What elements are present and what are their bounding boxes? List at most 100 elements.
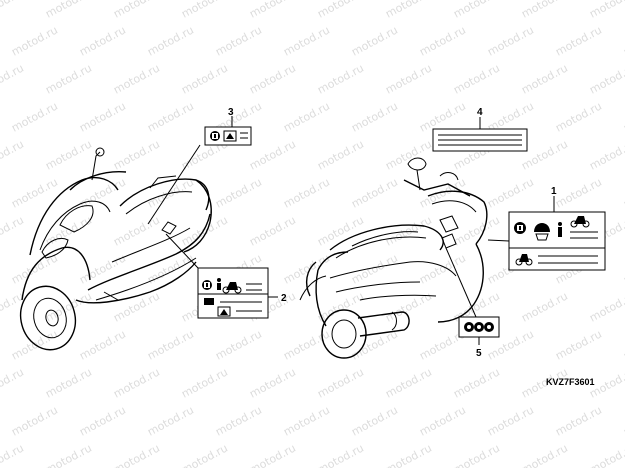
watermark-text: motod.ru [9,99,60,134]
watermark-text: motod.ru [179,365,230,400]
watermark-text: motod.ru [179,213,230,248]
watermark-text: motod.ru [519,61,570,96]
watermark-text: motod.ru [451,365,502,400]
watermark-text: motod.ru [77,23,128,58]
watermark-text: motod.ru [587,289,625,324]
watermark-text: motod.ru [349,327,400,362]
label-1-sticker [508,211,606,271]
callout-5: 5 [476,348,482,359]
watermark-text: motod.ru [247,441,298,468]
watermark-text: motod.ru [553,99,604,134]
watermark-text: motod.ru [383,441,434,468]
watermark-text: motod.ru [43,61,94,96]
watermark-text: motod.ru [77,99,128,134]
watermark-text: motod.ru [621,327,625,362]
watermark-text: motod.ru [281,99,332,134]
watermark-text: motod.ru [9,175,60,210]
cargo-box-icon [217,306,231,317]
motorcycle-icon [515,254,533,266]
watermark-text: motod.ru [315,441,366,468]
watermark-text: motod.ru [111,289,162,324]
callout-1: 1 [551,186,557,197]
watermark-text: motod.ru [247,213,298,248]
watermark-text: motod.ru [587,0,625,21]
watermark-text: motod.ru [621,99,625,134]
watermark-text: motod.ru [111,0,162,21]
watermark-text: motod.ru [383,137,434,172]
watermark-text: motod.ru [77,403,128,438]
person-icon [217,278,221,290]
label-3-sticker [204,126,252,146]
callout-3: 3 [228,107,234,118]
watermark-text: motod.ru [417,23,468,58]
watermark-text: motod.ru [111,441,162,468]
helmet-icon [534,223,550,241]
watermark-text: motod.ru [145,99,196,134]
watermark-text: motod.ru [383,61,434,96]
watermark-text: motod.ru [111,61,162,96]
watermark-text: motod.ru [9,403,60,438]
label-4-sticker [432,128,528,152]
watermark-text: motod.ru [485,23,536,58]
motorcycle-icon [222,282,242,294]
watermark-text: motod.ru [281,403,332,438]
watermark-text: motod.ru [383,365,434,400]
callout-4: 4 [477,107,483,118]
watermark-text: motod.ru [145,23,196,58]
watermark-text: motod.ru [621,251,625,286]
watermark-text: motod.ru [247,137,298,172]
watermark-text: motod.ru [553,403,604,438]
watermark-text: motod.ru [417,175,468,210]
watermark-text: motod.ru [77,251,128,286]
watermark-text: motod.ru [383,213,434,248]
watermark-text: motod.ru [519,441,570,468]
watermark-text: motod.ru [349,251,400,286]
watermark-text: motod.ru [213,175,264,210]
watermark-text: motod.ru [111,365,162,400]
watermark-text: motod.ru [315,61,366,96]
watermark-text: motod.ru [349,403,400,438]
watermark-text: motod.ru [519,0,570,21]
watermark-text: motod.ru [0,137,26,172]
watermark-text: motod.ru [349,175,400,210]
watermark-text: motod.ru [179,441,230,468]
watermark-text: motod.ru [43,365,94,400]
motorcycle-icon [570,216,590,228]
person-icon [558,222,562,237]
watermark-text: motod.ru [315,0,366,21]
watermark-text: motod.ru [587,441,625,468]
watermark-text: motod.ru [111,137,162,172]
watermark-text: motod.ru [383,0,434,21]
watermark-text: motod.ru [621,175,625,210]
watermark-text: motod.ru [349,23,400,58]
watermark-text: motod.ru [553,23,604,58]
watermark-text: motod.ru [315,137,366,172]
watermark-text: motod.ru [451,61,502,96]
watermark-text: motod.ru [0,213,26,248]
callout-2: 2 [281,293,287,304]
watermark-text: motod.ru [145,327,196,362]
watermark-text: motod.ru [0,0,26,21]
watermark-text: motod.ru [77,327,128,362]
watermark-text: motod.ru [553,327,604,362]
watermark-text: motod.ru [179,61,230,96]
watermark-text: motod.ru [247,365,298,400]
diagram-code: KVZ7F3601 [546,377,595,387]
watermark-text: motod.ru [281,23,332,58]
watermark-text: motod.ru [213,23,264,58]
watermark-text: motod.ru [247,61,298,96]
watermark-text: motod.ru [451,0,502,21]
watermark-text: motod.ru [145,403,196,438]
watermark-text: motod.ru [519,289,570,324]
watermark-text: motod.ru [587,137,625,172]
watermark-text: motod.ru [485,403,536,438]
watermark-text: motod.ru [485,175,536,210]
scooter-rear-view [299,157,488,359]
watermark-text: motod.ru [0,61,26,96]
watermark-text: motod.ru [0,365,26,400]
watermark-text: motod.ru [451,441,502,468]
watermark-text: motod.ru [315,365,366,400]
watermark-text: motod.ru [43,289,94,324]
watermark-text: motod.ru [9,251,60,286]
